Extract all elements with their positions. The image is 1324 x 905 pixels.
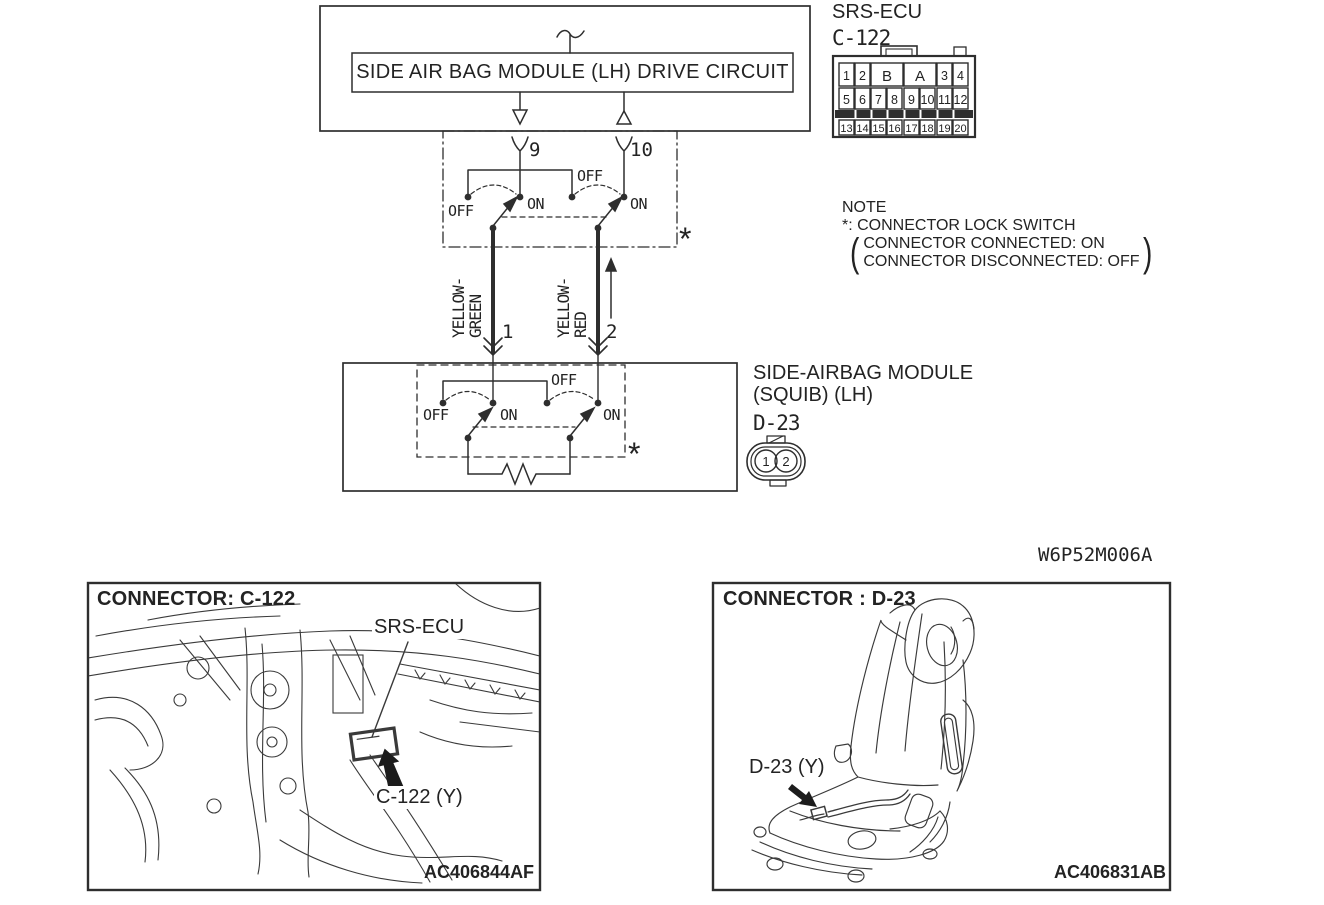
panel-c122-title: CONNECTOR: C-122 xyxy=(97,588,296,610)
wire-left-color-line1: YELLOW- xyxy=(449,277,468,338)
upper-on-right-label: ON xyxy=(630,195,648,213)
wire-right-color-line1: YELLOW- xyxy=(554,277,573,338)
panel-d23-code: AC406831AB xyxy=(1054,862,1167,882)
panel-c122-ecu-callout: SRS-ECU xyxy=(372,616,467,639)
lower-on-right-label: ON xyxy=(603,406,621,424)
lower-lock-switch-box xyxy=(416,364,626,458)
panel-d23-border xyxy=(711,581,1172,892)
panel-c122-border xyxy=(86,581,542,892)
svg-text:9: 9 xyxy=(908,93,915,107)
squib-box xyxy=(342,362,738,492)
note-connected-line: CONNECTOR CONNECTED: ON xyxy=(863,235,1105,252)
svg-text:4: 4 xyxy=(957,69,964,83)
svg-text:18: 18 xyxy=(921,123,933,135)
note-paren-open: ( xyxy=(849,231,860,275)
svg-text:B: B xyxy=(882,68,892,85)
svg-text:6: 6 xyxy=(859,93,866,107)
lower-on-left-label: ON xyxy=(500,406,518,424)
wire-right-color-line2: RED xyxy=(571,312,590,338)
wire-left-color-label: YELLOW- GREEN xyxy=(449,277,485,338)
svg-text:8: 8 xyxy=(891,93,898,107)
svg-text:17: 17 xyxy=(905,123,917,135)
upper-off-mid-label: OFF xyxy=(577,167,603,185)
svg-text:A: A xyxy=(915,68,925,85)
svg-text:19: 19 xyxy=(938,123,950,135)
srs-ecu-title: SRS-ECU xyxy=(832,1,923,23)
upper-on-left-label: ON xyxy=(527,195,545,213)
underdash-drawing xyxy=(89,584,539,884)
c122-pointer-arrow xyxy=(377,748,404,791)
pin9-label: 9 xyxy=(529,139,541,161)
svg-text:5: 5 xyxy=(843,93,850,107)
seat-drawing xyxy=(751,598,975,883)
svg-text:15: 15 xyxy=(872,123,884,135)
c122-connector-grid xyxy=(831,45,977,139)
upper-lock-switch-box xyxy=(442,130,678,248)
svg-text:3: 3 xyxy=(941,69,948,83)
svg-text:1: 1 xyxy=(843,69,850,83)
d23-pin-1: 1 xyxy=(762,454,769,469)
note-lock-switch-line: *: CONNECTOR LOCK SWITCH xyxy=(842,217,1076,234)
panel-d23-title: CONNECTOR : D-23 xyxy=(723,588,916,610)
panel-c122-code: AC406844AF xyxy=(424,862,535,882)
d23-connector-symbol xyxy=(746,435,806,487)
note-parenthetical: ( CONNECTOR CONNECTED: ON CONNECTOR DISC… xyxy=(848,233,1155,273)
squib-title-line1: SIDE-AIRBAG MODULE xyxy=(753,362,974,384)
wire-left-pin-label: 1 xyxy=(502,321,514,343)
pin9-terminal xyxy=(511,136,529,198)
lower-off-left-label: OFF xyxy=(423,406,449,424)
wire-right-pin-label: 2 xyxy=(606,321,618,343)
lower-lock-switch-star: * xyxy=(628,436,641,472)
drive-circuit-label: SIDE AIR BAG MODULE (LH) DRIVE CIRCUIT xyxy=(356,61,789,83)
squib-title-line2: (SQUIB) (LH) xyxy=(753,384,873,406)
squib-connector-id: D-23 xyxy=(753,411,801,435)
note-paren-close: ) xyxy=(1143,231,1153,275)
pin10-terminal xyxy=(615,136,633,198)
svg-text:16: 16 xyxy=(888,123,900,135)
note-title: NOTE xyxy=(842,199,887,216)
drive-circuit-label-box xyxy=(351,52,794,93)
panel-d23-connector-callout: D-23 (Y) xyxy=(747,756,827,779)
resistor-symbol xyxy=(467,461,571,487)
svg-text:20: 20 xyxy=(954,123,966,135)
pin10-label: 10 xyxy=(630,139,653,161)
svg-text:10: 10 xyxy=(921,93,935,107)
junction-dots xyxy=(439,193,628,442)
panel-c122-connector-callout: C-122 (Y) xyxy=(374,786,465,809)
d23-pointer-arrow xyxy=(788,784,817,807)
svg-text:14: 14 xyxy=(856,123,868,135)
svg-text:12: 12 xyxy=(954,93,968,107)
srs-ecu-connector-id: C-122 xyxy=(832,26,891,50)
d23-pin-2: 2 xyxy=(782,454,789,469)
svg-text:11: 11 xyxy=(938,93,951,107)
note-disconnected-line: CONNECTOR DISCONNECTED: OFF xyxy=(863,253,1140,270)
upper-off-left-label: OFF xyxy=(448,202,474,220)
svg-text:7: 7 xyxy=(875,93,882,107)
wire-left-color-line2: GREEN xyxy=(466,294,485,338)
svg-text:2: 2 xyxy=(859,69,866,83)
lower-off-mid-label: OFF xyxy=(551,371,577,389)
figure-code: W6P52M006A xyxy=(1038,544,1153,566)
c122-grid-labels: 1 2 B A 3 4 5 6 7 8 9 10 11 12 13 14 15 … xyxy=(840,68,967,135)
power-squiggle xyxy=(556,29,585,54)
svg-text:13: 13 xyxy=(840,123,852,135)
upper-lock-switch-star: * xyxy=(679,221,692,257)
wire-right-color-label: YELLOW- RED xyxy=(554,277,590,338)
